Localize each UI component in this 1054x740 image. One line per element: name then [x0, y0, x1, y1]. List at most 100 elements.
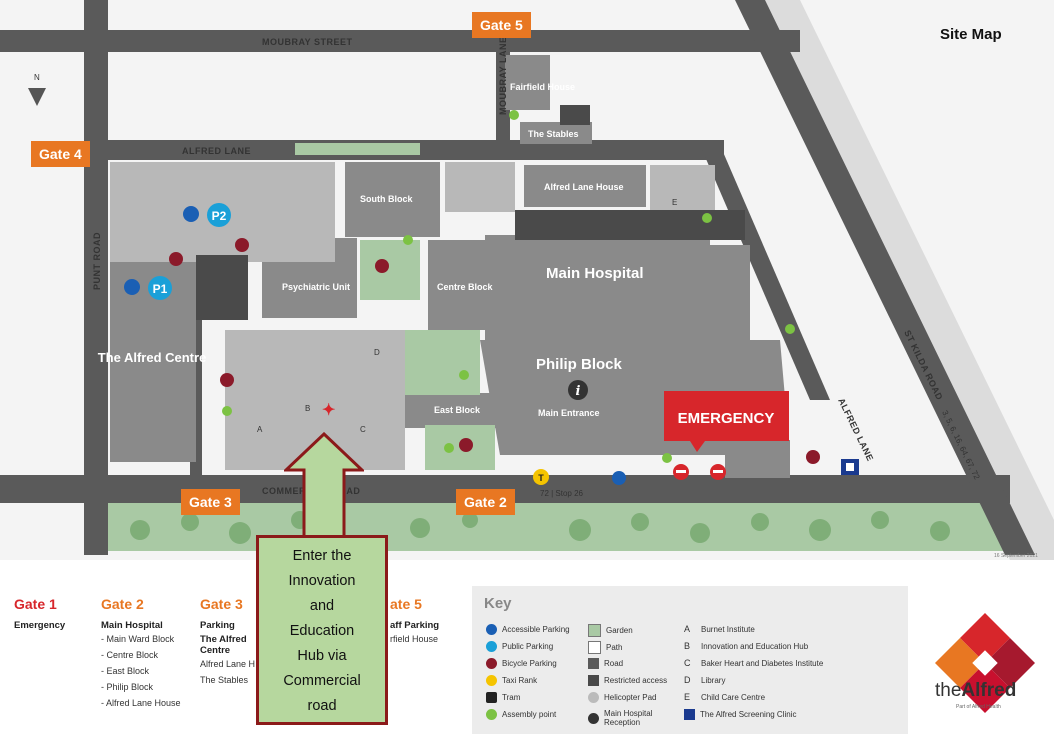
taxi-rank-icon [533, 469, 549, 485]
key-reception: Main Hospital Reception [588, 709, 668, 727]
key-label: Road [604, 659, 624, 668]
legend-gate-3-item: Alfred Lane H [200, 659, 256, 669]
key-label: Library [701, 675, 726, 685]
logo-name: Alfred [961, 680, 1017, 701]
key-assembly-point: Assembly point [486, 709, 556, 720]
zone-c: C [360, 425, 366, 434]
legend-gate-1-bold: Emergency [14, 620, 66, 631]
legend-gate-3: Gate 3 Parking The Alfred Centre Alfred … [200, 596, 260, 691]
map-canvas: EMERGENCY MOUBRAY STREET ALFRED LANE PUN… [0, 0, 1054, 560]
legend-gate-5-bold: aff Parking [390, 620, 440, 631]
key-letter: A [684, 624, 691, 634]
key-letter: D [684, 675, 691, 685]
accessible-parking-icon-1 [183, 206, 199, 222]
moubray-street [0, 30, 800, 52]
key-letter-d: D Library [684, 675, 725, 685]
punt-road [84, 0, 108, 555]
key-label: Restricted access [604, 676, 668, 685]
legend-gate-2-item: - Alfred Lane House [101, 698, 181, 708]
garden-swatch [588, 624, 601, 637]
zone-d: D [374, 348, 380, 357]
key-label: Tram [502, 693, 521, 702]
psychiatric-unit-label: Psychiatric Unit [282, 282, 350, 292]
legend-gate-2-heading: Gate 2 [101, 596, 144, 612]
alfred-lane-house-label: Alfred Lane House [544, 182, 624, 192]
key-bicycle-parking: Bicycle Parking [486, 658, 557, 669]
zone-b: B [305, 404, 310, 413]
centre-block-label: Centre Block [437, 282, 494, 292]
key-letter: E [684, 692, 691, 702]
moubray-lane-label: MOUBRAY LANE [498, 36, 508, 115]
key-label: Innovation and Education Hub [701, 641, 809, 651]
tram-stop-label: 72 | Stop 26 [540, 489, 584, 498]
helicopter-icon [588, 692, 599, 703]
zone-a: A [257, 425, 263, 434]
date-note: 16 September 2021 [994, 553, 1038, 559]
assembly-icon [486, 709, 497, 720]
key-label: Garden [606, 626, 633, 635]
gate-3-marker: Gate 3 [181, 489, 240, 515]
key-label: Child Care Centre [701, 692, 766, 702]
callout-line: Education [289, 623, 355, 639]
callout-line: Commercial [283, 673, 361, 689]
key-label: Bicycle Parking [502, 659, 557, 668]
key-label: Accessible Parking [502, 625, 570, 634]
hub-directions-callout: Enter the Innovation and Education Hub v… [256, 535, 388, 725]
key-label: Burnet Institute [701, 624, 755, 634]
callout-line: and [309, 598, 335, 614]
callout-line: Innovation [288, 573, 356, 589]
svg-text:T: T [538, 473, 544, 483]
callout-line: Hub via [297, 648, 347, 664]
taxi-icon [486, 675, 497, 686]
legend-gate-3-item: The Stables [200, 675, 249, 685]
south-block-label: South Block [360, 194, 413, 204]
emergency-label: EMERGENCY [678, 410, 775, 427]
tram-icon [486, 692, 497, 703]
callout-line: road [307, 698, 337, 714]
alfred-centre-text: The Alfred Centre [98, 350, 207, 365]
main-reception-icon [568, 380, 588, 400]
alfred-logo [935, 613, 1035, 713]
site-map: EMERGENCY MOUBRAY STREET ALFRED LANE PUN… [0, 0, 1054, 560]
key-letter-a: A Burnet Institute [684, 624, 755, 634]
st-kilda-road [735, 0, 1035, 555]
legend-gate-3-bold2: The Alfred Centre [200, 634, 247, 656]
logo-wordmark: theAlfred [935, 680, 1016, 702]
key-letter: C [684, 658, 691, 668]
parking-icon [486, 641, 497, 652]
east-block-label: East Block [434, 405, 481, 415]
screening-clinic-icon [684, 709, 695, 720]
legend-gate-5: ate 5 aff Parking rfield House [390, 596, 439, 650]
p1-label: P1 [153, 282, 168, 296]
accessible-icon [486, 624, 497, 635]
accessible-parking-icon-2 [124, 279, 140, 295]
road-swatch [588, 658, 599, 669]
gate-2-marker: Gate 2 [456, 489, 515, 515]
key-letter: B [684, 641, 691, 651]
legend-gate-1-heading: Gate 1 [14, 596, 57, 612]
callout-line: Enter the [292, 548, 352, 564]
logo-subtitle: Part of Alfred Health [956, 704, 1001, 710]
legend-gate-5-item: rfield House [390, 634, 439, 644]
gate-4-marker: Gate 4 [31, 141, 90, 167]
key-letter-e: E Child Care Centre [684, 692, 765, 702]
main-hospital-label: Main Hospital [546, 265, 644, 282]
the-stables-label: The Stables [528, 129, 579, 139]
moubray-street-label: MOUBRAY STREET [262, 37, 353, 47]
legend-gate-5-heading: ate 5 [390, 596, 422, 612]
callout-arrow [284, 432, 364, 540]
assembly-points [222, 110, 795, 463]
key-label: The Alfred Screening Clinic [700, 710, 797, 719]
key-label: Public Parking [502, 642, 554, 651]
legend-gate-3-heading: Gate 3 [200, 596, 243, 612]
info-icon [588, 712, 599, 724]
alfred-centre-label: The Alfred Centre [98, 350, 207, 365]
path-swatch [588, 641, 601, 654]
legend-gate-2-item: - Philip Block [101, 682, 154, 692]
alfred-lane-label: ALFRED LANE [182, 146, 251, 156]
key-label: Taxi Rank [502, 676, 538, 685]
fairfield-house-label: Fairfield House [510, 82, 575, 92]
main-entrance-label: Main Entrance [538, 408, 600, 418]
key-restricted: Restricted access [588, 675, 667, 686]
